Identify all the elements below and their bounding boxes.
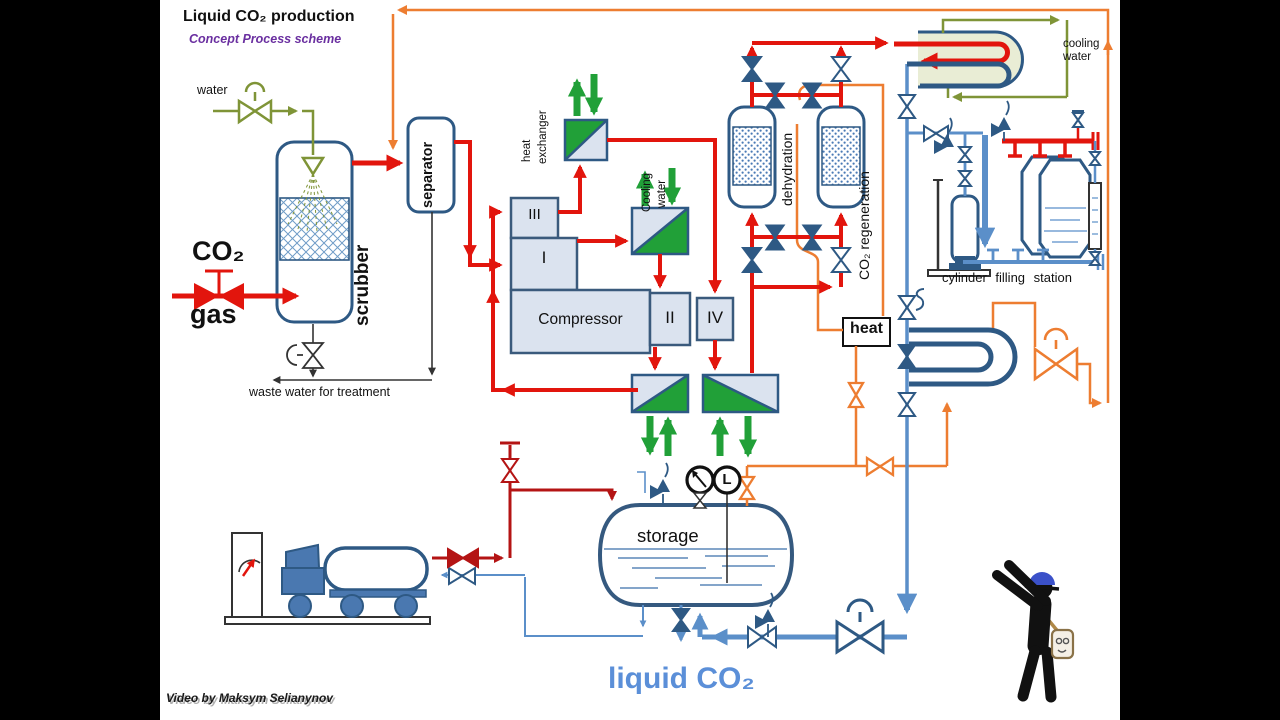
- tanker-truck: [224, 532, 431, 625]
- page-subtitle: Concept Process scheme: [189, 32, 342, 46]
- filling-station-label: cylinder filling station: [942, 270, 1072, 285]
- heat-box: [842, 317, 891, 347]
- cooling-water-top-label: cooling water: [1063, 38, 1100, 64]
- separator-label: separator: [420, 141, 436, 208]
- stage-iii-label: III: [528, 206, 541, 223]
- heat-exchanger-label-2: exchanger: [537, 110, 549, 164]
- valves: [194, 56, 1103, 655]
- dehydration-label: dehydration: [779, 132, 795, 206]
- level-gauge: [1088, 182, 1102, 250]
- stage-i-label: I: [541, 248, 547, 267]
- filling-station-tanks: [1020, 155, 1092, 259]
- regeneration-heater-coil: [909, 327, 1018, 387]
- stage-iv-label: IV: [706, 308, 724, 327]
- cooling-water-mid-label-2: water: [656, 179, 668, 208]
- compressor-unit: [509, 196, 735, 355]
- water-piping: [213, 15, 1069, 233]
- waste-water-label: waste water for treatment: [249, 385, 391, 399]
- level-indicator-label: L: [722, 471, 732, 488]
- liquid-co2-label: liquid CO₂: [608, 662, 755, 695]
- condenser-tubes: [907, 61, 1012, 89]
- blue-liquid-piping: [440, 64, 1105, 646]
- cooling-water-exchanger: [630, 206, 690, 256]
- stage-ii-label: II: [665, 308, 675, 327]
- separator-vessel: [406, 116, 456, 214]
- compressor-label: Compressor: [538, 311, 623, 328]
- cooling-water-mid-label-1: Cooling: [641, 173, 653, 212]
- scrubber-vessel: [275, 140, 354, 324]
- storage-label: storage: [637, 525, 699, 546]
- gas-label: gas: [190, 299, 237, 329]
- water-label: water: [197, 83, 228, 97]
- dehydration-columns: [727, 105, 866, 209]
- regeneration-label: CO₂ regeneration: [856, 171, 872, 280]
- heat-box-label: heat: [850, 320, 883, 337]
- worker-figure: [992, 560, 1075, 703]
- intercooler-b: [701, 373, 780, 414]
- co2-label: CO₂: [192, 236, 245, 266]
- page-title: Liquid CO₂ production: [183, 8, 355, 25]
- scrubber-label: scrubber: [352, 244, 373, 326]
- storage-tank: [597, 503, 795, 607]
- cooling-arrows: [567, 74, 758, 458]
- liquid-level-lines: [604, 548, 787, 589]
- heat-exchanger-label-1: heat: [521, 139, 533, 162]
- credit-text: Video by Maksym Selianynov: [166, 691, 333, 705]
- heat-exchanger-1: [563, 118, 609, 162]
- intercooler-a: [630, 373, 690, 414]
